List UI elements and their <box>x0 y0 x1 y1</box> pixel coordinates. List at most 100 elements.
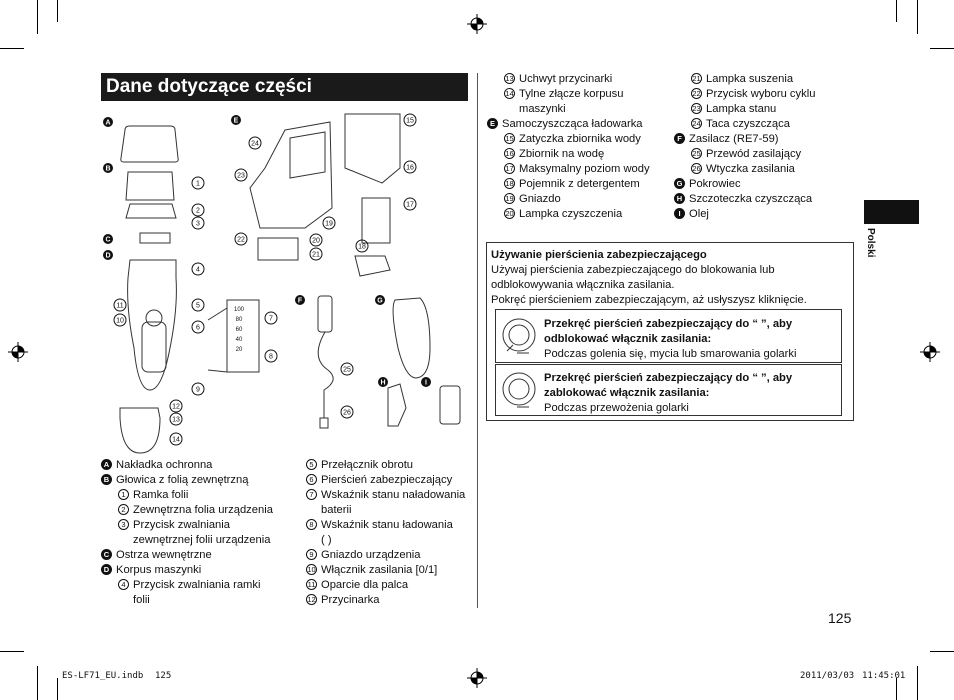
svg-text:20: 20 <box>312 238 320 245</box>
svg-text:22: 22 <box>237 237 245 244</box>
ring-lock-icon <box>502 372 536 408</box>
list-item: baterii <box>321 504 352 516</box>
crop-mark <box>37 666 38 700</box>
ring-unlock-icon <box>502 318 536 354</box>
list-item: folii <box>133 594 150 606</box>
page-title: Dane dotyczące części <box>101 73 468 101</box>
language-tab-marker <box>864 200 919 224</box>
crop-mark <box>0 48 24 49</box>
svg-text:5: 5 <box>196 303 200 310</box>
svg-text:11: 11 <box>116 303 123 310</box>
unlock-description: Podczas golenia się, mycia lub smarowani… <box>544 348 797 360</box>
crop-mark <box>917 666 918 700</box>
column-divider <box>477 73 478 608</box>
svg-text:C: C <box>105 237 110 244</box>
svg-text:19: 19 <box>325 221 333 228</box>
svg-text:12: 12 <box>172 404 180 411</box>
svg-text:A: A <box>105 120 110 127</box>
crop-mark <box>896 678 897 700</box>
footer-file-page: 125 <box>155 671 172 681</box>
crop-mark <box>917 0 918 34</box>
footer-time: 11:45:01 <box>862 671 906 681</box>
svg-text:23: 23 <box>237 173 245 180</box>
registration-mark-icon <box>467 668 487 688</box>
safety-ring-box: Używanie pierścienia zabezpieczającego U… <box>486 242 854 421</box>
svg-text:100: 100 <box>234 307 245 313</box>
unlock-box: Przekręć pierścień zabezpieczający do “ … <box>495 309 842 363</box>
list-item: ( ) <box>321 534 332 546</box>
crop-mark <box>57 678 58 700</box>
svg-text:40: 40 <box>236 337 243 343</box>
registration-mark-icon <box>467 14 487 34</box>
registration-mark-icon <box>8 342 28 362</box>
crop-mark <box>37 0 38 34</box>
crop-mark <box>57 0 58 22</box>
crop-mark <box>896 0 897 22</box>
svg-text:I: I <box>425 380 427 387</box>
unlock-instruction-2: odblokować włącznik zasilania: <box>544 333 712 345</box>
svg-text:18: 18 <box>358 244 366 251</box>
crop-mark <box>0 651 24 652</box>
svg-text:H: H <box>380 380 385 387</box>
safety-line: Używaj pierścienia zabezpieczającego do … <box>491 264 775 276</box>
lock-instruction: Przekręć pierścień zabezpieczający do “ … <box>544 372 793 384</box>
svg-text:F: F <box>298 298 303 305</box>
lock-instruction-2: zablokować włącznik zasilania: <box>544 387 710 399</box>
svg-text:21: 21 <box>312 252 320 259</box>
safety-heading: Używanie pierścienia zabezpieczającego <box>491 249 707 261</box>
crop-mark <box>930 651 954 652</box>
footer-date: 2011/03/03 <box>800 671 855 681</box>
svg-text:16: 16 <box>406 165 414 172</box>
svg-text:25: 25 <box>343 367 351 374</box>
safety-line: odblokowywania włącznika zasilania. <box>491 279 675 291</box>
svg-text:60: 60 <box>236 327 243 333</box>
svg-text:6: 6 <box>196 325 200 332</box>
svg-text:E: E <box>234 118 239 125</box>
svg-text:7: 7 <box>269 316 273 323</box>
svg-text:14: 14 <box>172 437 180 444</box>
svg-text:10: 10 <box>116 318 124 325</box>
svg-text:17: 17 <box>406 202 414 209</box>
svg-text:15: 15 <box>406 118 414 125</box>
svg-text:20: 20 <box>236 347 243 353</box>
svg-text:24: 24 <box>251 141 259 148</box>
footer-file: ES-LF71_EU.indb <box>62 671 144 681</box>
lock-box: Przekręć pierścień zabezpieczający do “ … <box>495 364 842 416</box>
svg-text:1: 1 <box>196 181 200 188</box>
language-tab-label: Polski <box>865 228 876 258</box>
list-item: maszynki <box>519 103 566 115</box>
